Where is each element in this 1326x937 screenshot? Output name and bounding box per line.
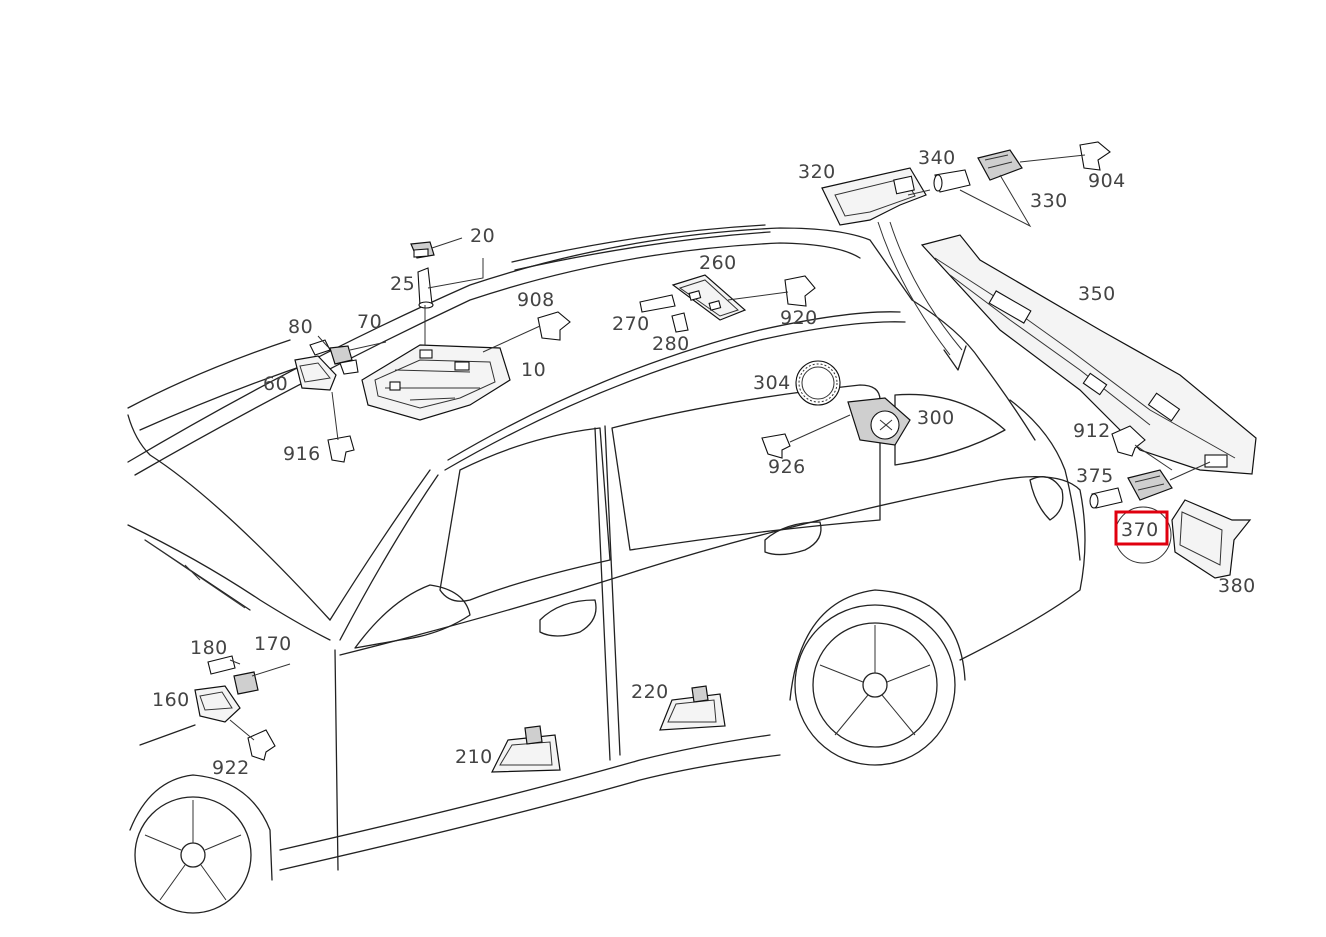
callout-922: 922 bbox=[212, 757, 250, 779]
part-20-socket bbox=[410, 241, 435, 259]
part-210-entry-lamp bbox=[491, 725, 561, 773]
part-260-dome-lamp bbox=[671, 274, 747, 321]
callout-80: 80 bbox=[288, 316, 313, 338]
part-926-connector bbox=[761, 433, 791, 459]
callout-300: 300 bbox=[917, 407, 955, 429]
car-body-outline bbox=[127, 224, 1086, 914]
part-180-bulb bbox=[207, 655, 236, 675]
part-340-bulb bbox=[933, 169, 971, 193]
part-922-connector bbox=[247, 729, 276, 761]
part-375-socket bbox=[1127, 469, 1173, 501]
part-350-trim-panel bbox=[920, 234, 1257, 475]
callout-920: 920 bbox=[780, 307, 818, 329]
callout-180: 180 bbox=[190, 637, 228, 659]
callout-304: 304 bbox=[753, 372, 791, 394]
part-380-lamp-lens bbox=[1171, 499, 1252, 579]
callout-320: 320 bbox=[798, 161, 836, 183]
callout-908: 908 bbox=[517, 289, 555, 311]
part-330-socket bbox=[977, 149, 1023, 181]
part-220-entry-lamp bbox=[659, 685, 726, 731]
part-10-overhead-module bbox=[361, 344, 511, 421]
part-160-lamp-housing bbox=[194, 685, 241, 723]
callout-10: 10 bbox=[521, 359, 546, 381]
callout-270: 270 bbox=[612, 313, 650, 335]
callout-370: 370 bbox=[1121, 519, 1159, 541]
callout-375: 375 bbox=[1076, 465, 1114, 487]
part-25-bulb bbox=[417, 267, 434, 309]
callout-912: 912 bbox=[1073, 420, 1111, 442]
callout-380: 380 bbox=[1218, 575, 1256, 597]
callout-25: 25 bbox=[390, 273, 415, 295]
part-300-power-socket bbox=[847, 397, 911, 446]
highlight-box-370 bbox=[1114, 510, 1169, 546]
callout-260: 260 bbox=[699, 252, 737, 274]
callout-170: 170 bbox=[254, 633, 292, 655]
callout-280: 280 bbox=[652, 333, 690, 355]
part-60-lamp-housing bbox=[294, 355, 337, 391]
callout-160: 160 bbox=[152, 689, 190, 711]
part-304-seal-ring bbox=[795, 360, 841, 406]
callout-220: 220 bbox=[631, 681, 669, 703]
part-170-socket bbox=[233, 671, 259, 695]
callout-60: 60 bbox=[263, 373, 288, 395]
callout-904: 904 bbox=[1088, 170, 1126, 192]
part-912-connector bbox=[1111, 425, 1146, 457]
part-70-socket bbox=[329, 345, 359, 375]
part-320-cargo-lamp bbox=[821, 167, 927, 226]
callout-916: 916 bbox=[283, 443, 321, 465]
leader-lines bbox=[229, 154, 1211, 741]
callout-926: 926 bbox=[768, 456, 806, 478]
callout-labels: 20 25 908 10 80 70 60 916 260 270 280 92… bbox=[152, 147, 1256, 779]
callout-210: 210 bbox=[455, 746, 493, 768]
part-916-connector bbox=[327, 435, 355, 463]
part-920-connector bbox=[784, 275, 816, 307]
callout-350: 350 bbox=[1078, 283, 1116, 305]
part-280-bulb bbox=[671, 312, 689, 333]
part-904-connector bbox=[1079, 141, 1111, 171]
part-270-bulb bbox=[639, 294, 676, 313]
callout-340: 340 bbox=[918, 147, 956, 169]
callout-70: 70 bbox=[357, 311, 382, 333]
part-908-connector bbox=[537, 311, 571, 341]
callout-20: 20 bbox=[470, 225, 495, 247]
callout-330: 330 bbox=[1030, 190, 1068, 212]
